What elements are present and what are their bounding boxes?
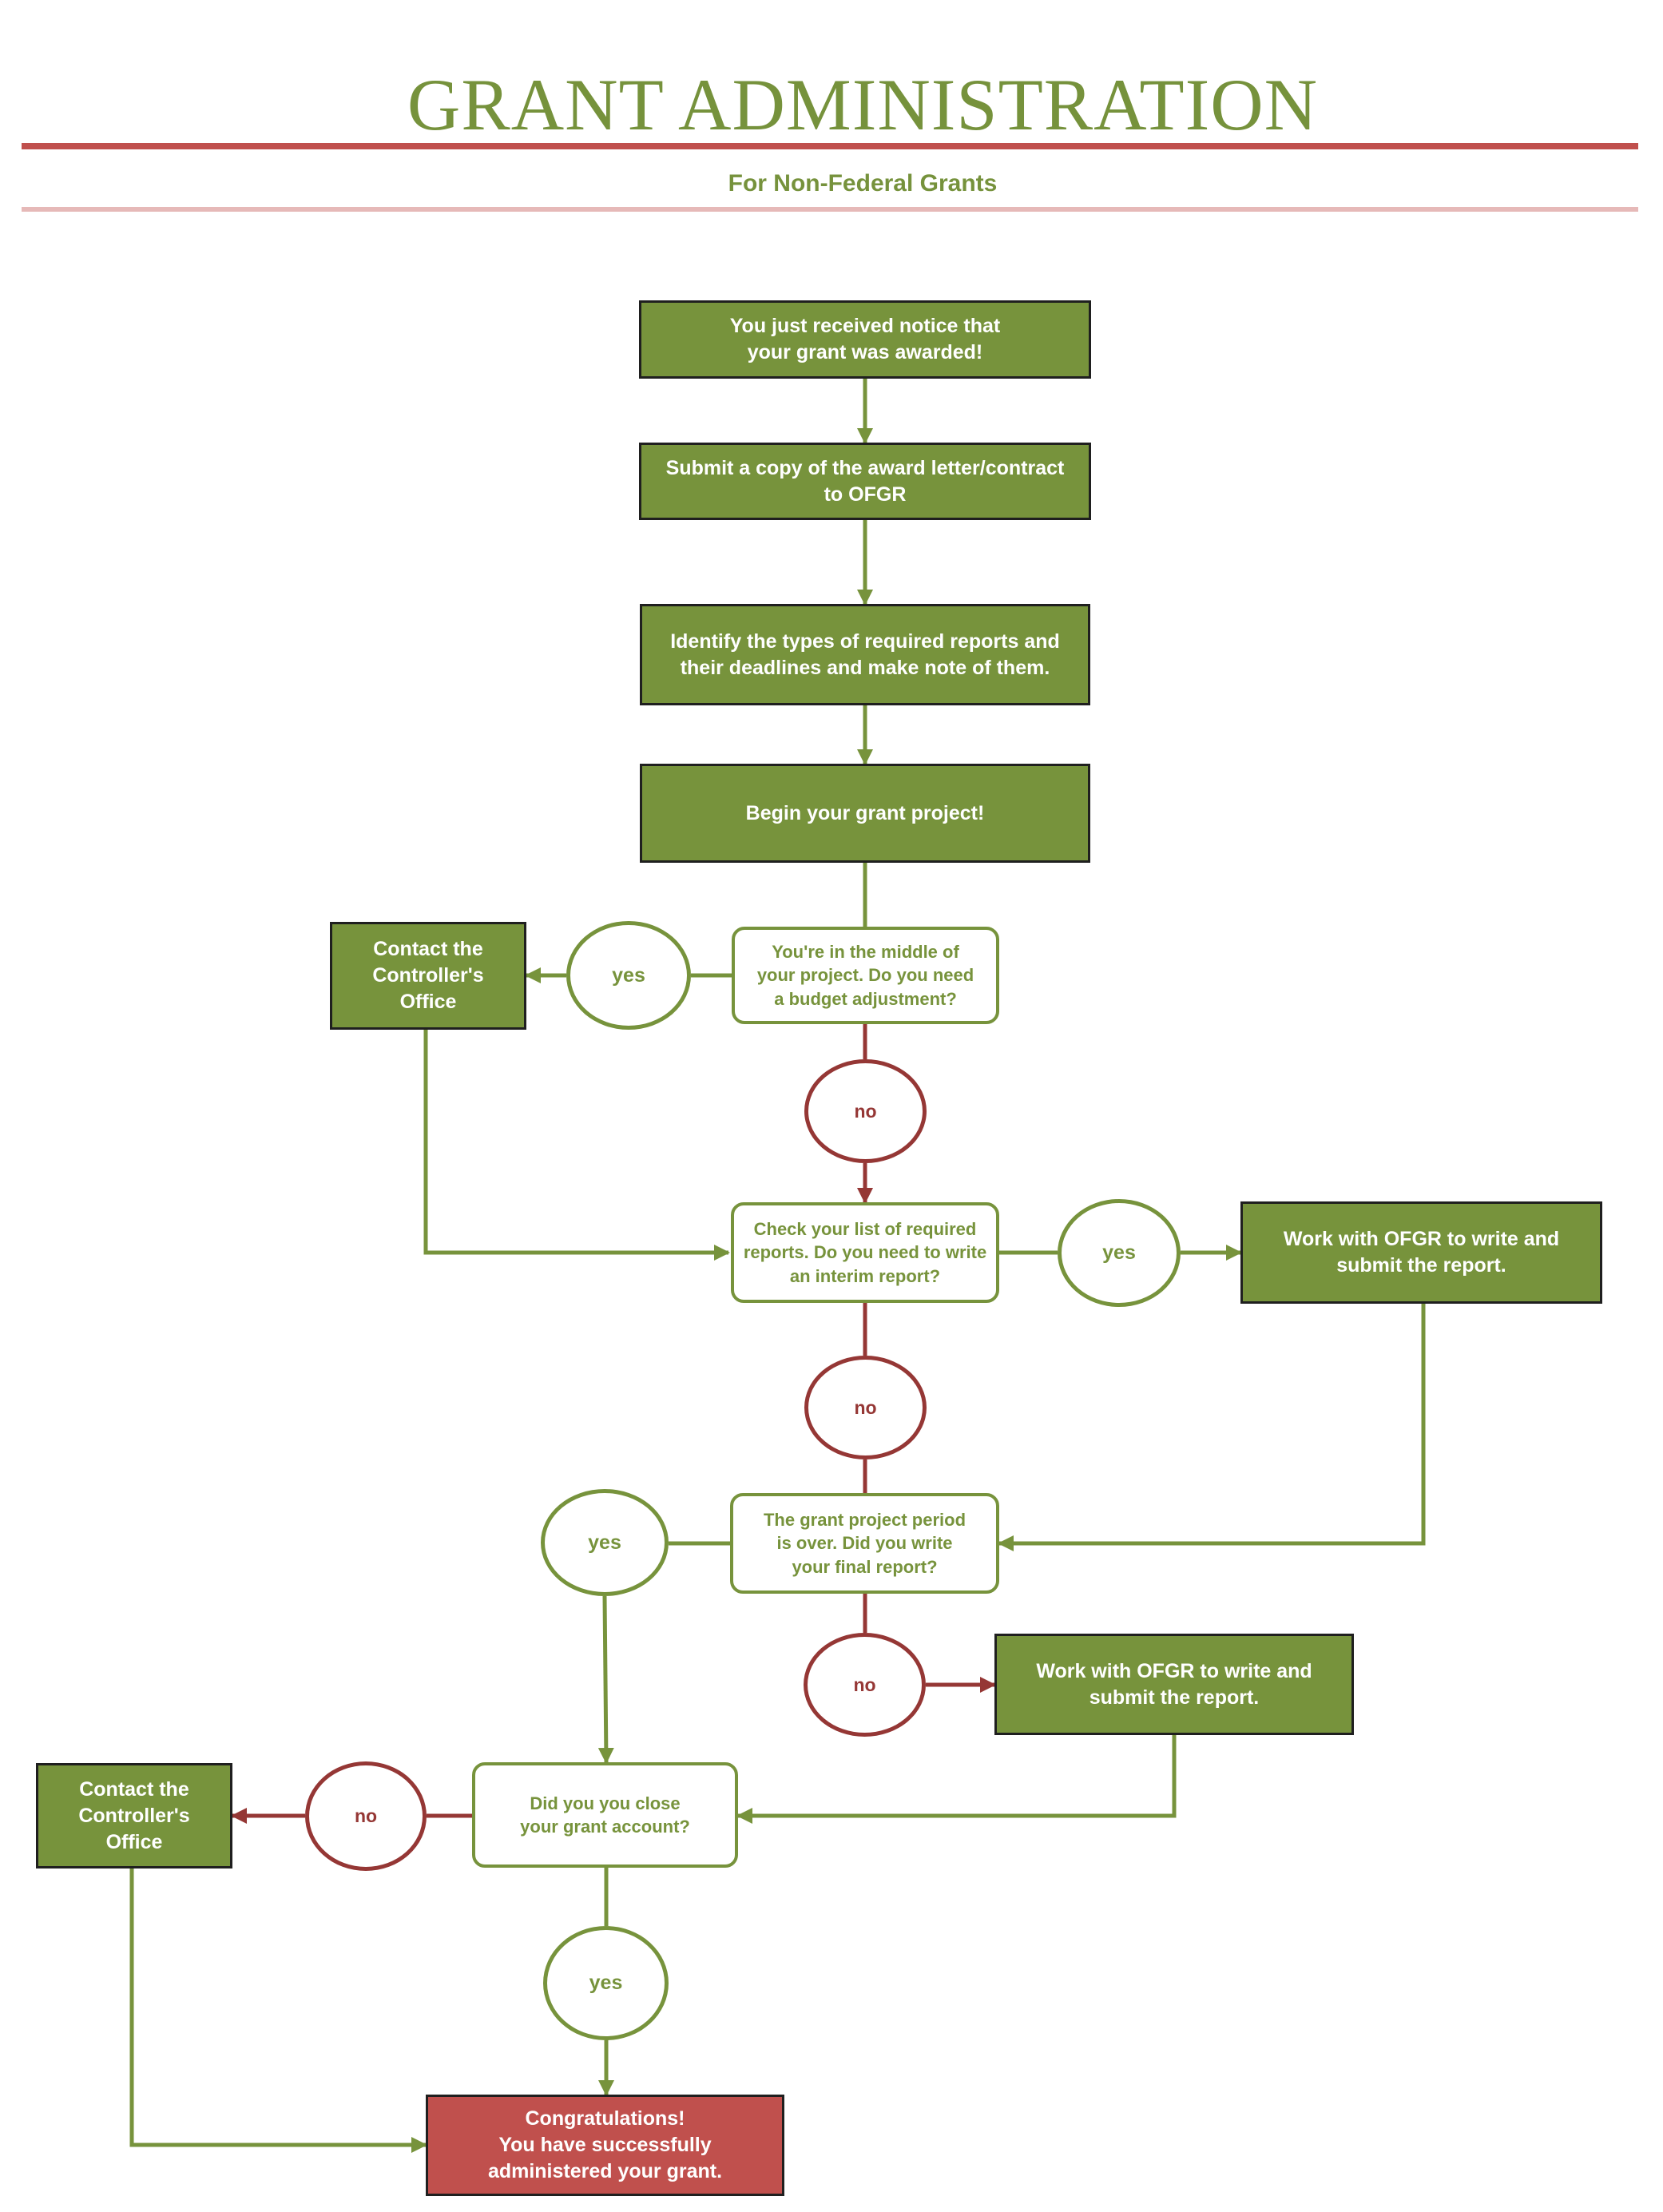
step-work-with-ofgr-2: Work with OFGR to write and submit the r…	[994, 1634, 1354, 1735]
step-congratulations: Congratulations! You have successfully a…	[426, 2095, 784, 2196]
connector-yes-to-close	[597, 1595, 614, 1764]
step-work-with-ofgr-1: Work with OFGR to write and submit the r…	[1240, 1201, 1602, 1304]
no-node-budget: no	[804, 1059, 927, 1163]
decision-interim-report: Check your list of required reports. Do …	[731, 1202, 999, 1303]
no-node-close-account: no	[305, 1761, 427, 1871]
connector-ofgr-1-to-final	[998, 1304, 1426, 1551]
decision-close-account: Did you you close your grant account?	[472, 1762, 738, 1868]
step-submit-award-copy: Submit a copy of the award letter/contra…	[639, 443, 1091, 520]
step-contact-controller-1: Contact the Controller's Office	[330, 922, 526, 1030]
connector-controller-2-to-congrats	[129, 1868, 427, 2153]
connector-controller-1-to-interim	[423, 1030, 730, 1261]
step-identify-reports: Identify the types of required reports a…	[640, 604, 1090, 705]
yes-node-budget: yes	[566, 921, 691, 1030]
yes-node-final-report: yes	[541, 1489, 669, 1596]
subtitle-rule	[22, 207, 1638, 212]
connector-ofgr-2-to-close	[736, 1735, 1177, 1824]
no-node-interim: no	[804, 1356, 927, 1459]
page-subtitle: For Non-Federal Grants	[728, 170, 998, 197]
step-contact-controller-2: Contact the Controller's Office	[36, 1763, 232, 1868]
yes-node-close-account: yes	[543, 1926, 669, 2040]
decision-budget-adjustment: You're in the middle of your project. Do…	[732, 927, 999, 1024]
page-title: GRANT ADMINISTRATION	[407, 64, 1319, 145]
decision-final-report: The grant project period is over. Did yo…	[730, 1493, 999, 1594]
step-grant-awarded: You just received notice that your grant…	[639, 300, 1091, 379]
step-begin-project: Begin your grant project!	[640, 764, 1090, 863]
title-rule	[22, 143, 1638, 149]
no-node-final-report: no	[804, 1633, 926, 1737]
yes-node-interim: yes	[1058, 1199, 1181, 1307]
